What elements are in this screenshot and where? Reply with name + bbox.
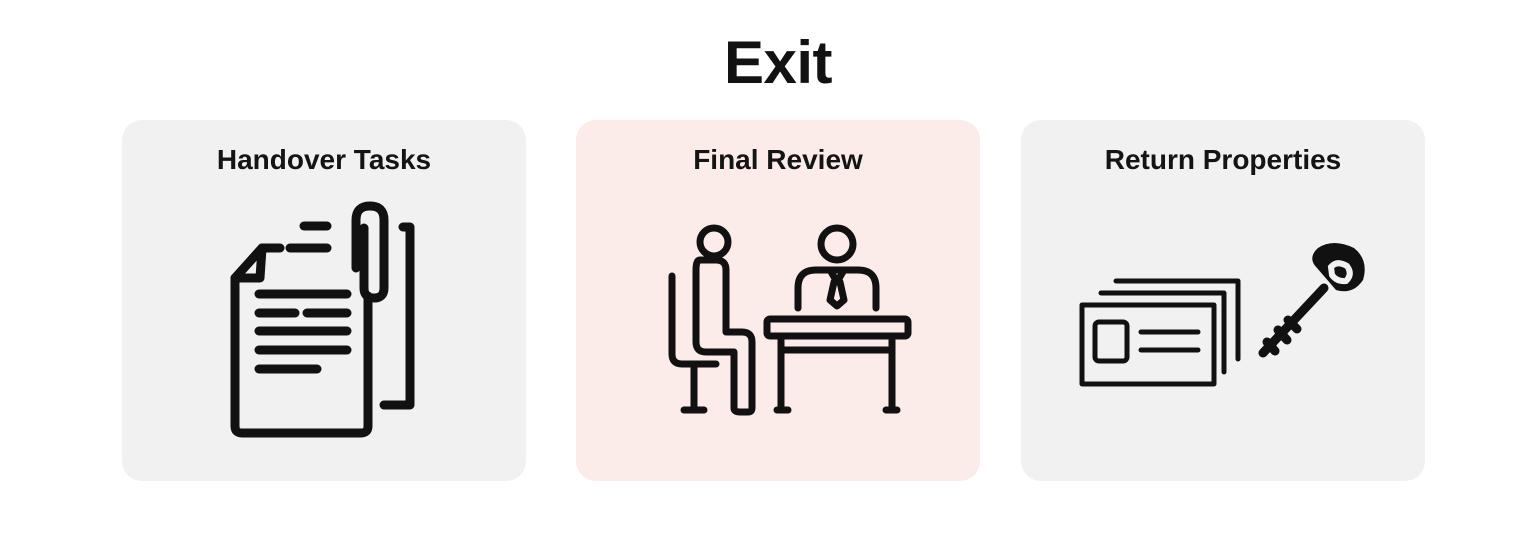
page-title: Exit	[723, 29, 833, 96]
card-handover-tasks: Handover Tasks	[122, 120, 526, 481]
card-label: Return Properties	[1104, 144, 1342, 175]
card-label: Handover Tasks	[216, 144, 432, 175]
id-card-key-icon	[1079, 243, 1365, 387]
card-return-properties: Return Properties	[1021, 120, 1425, 481]
documents-paperclip-icon	[230, 201, 415, 438]
card-final-review: Final Review	[576, 120, 980, 481]
card-label: Final Review	[693, 144, 863, 175]
interview-desk-icon	[668, 224, 912, 416]
